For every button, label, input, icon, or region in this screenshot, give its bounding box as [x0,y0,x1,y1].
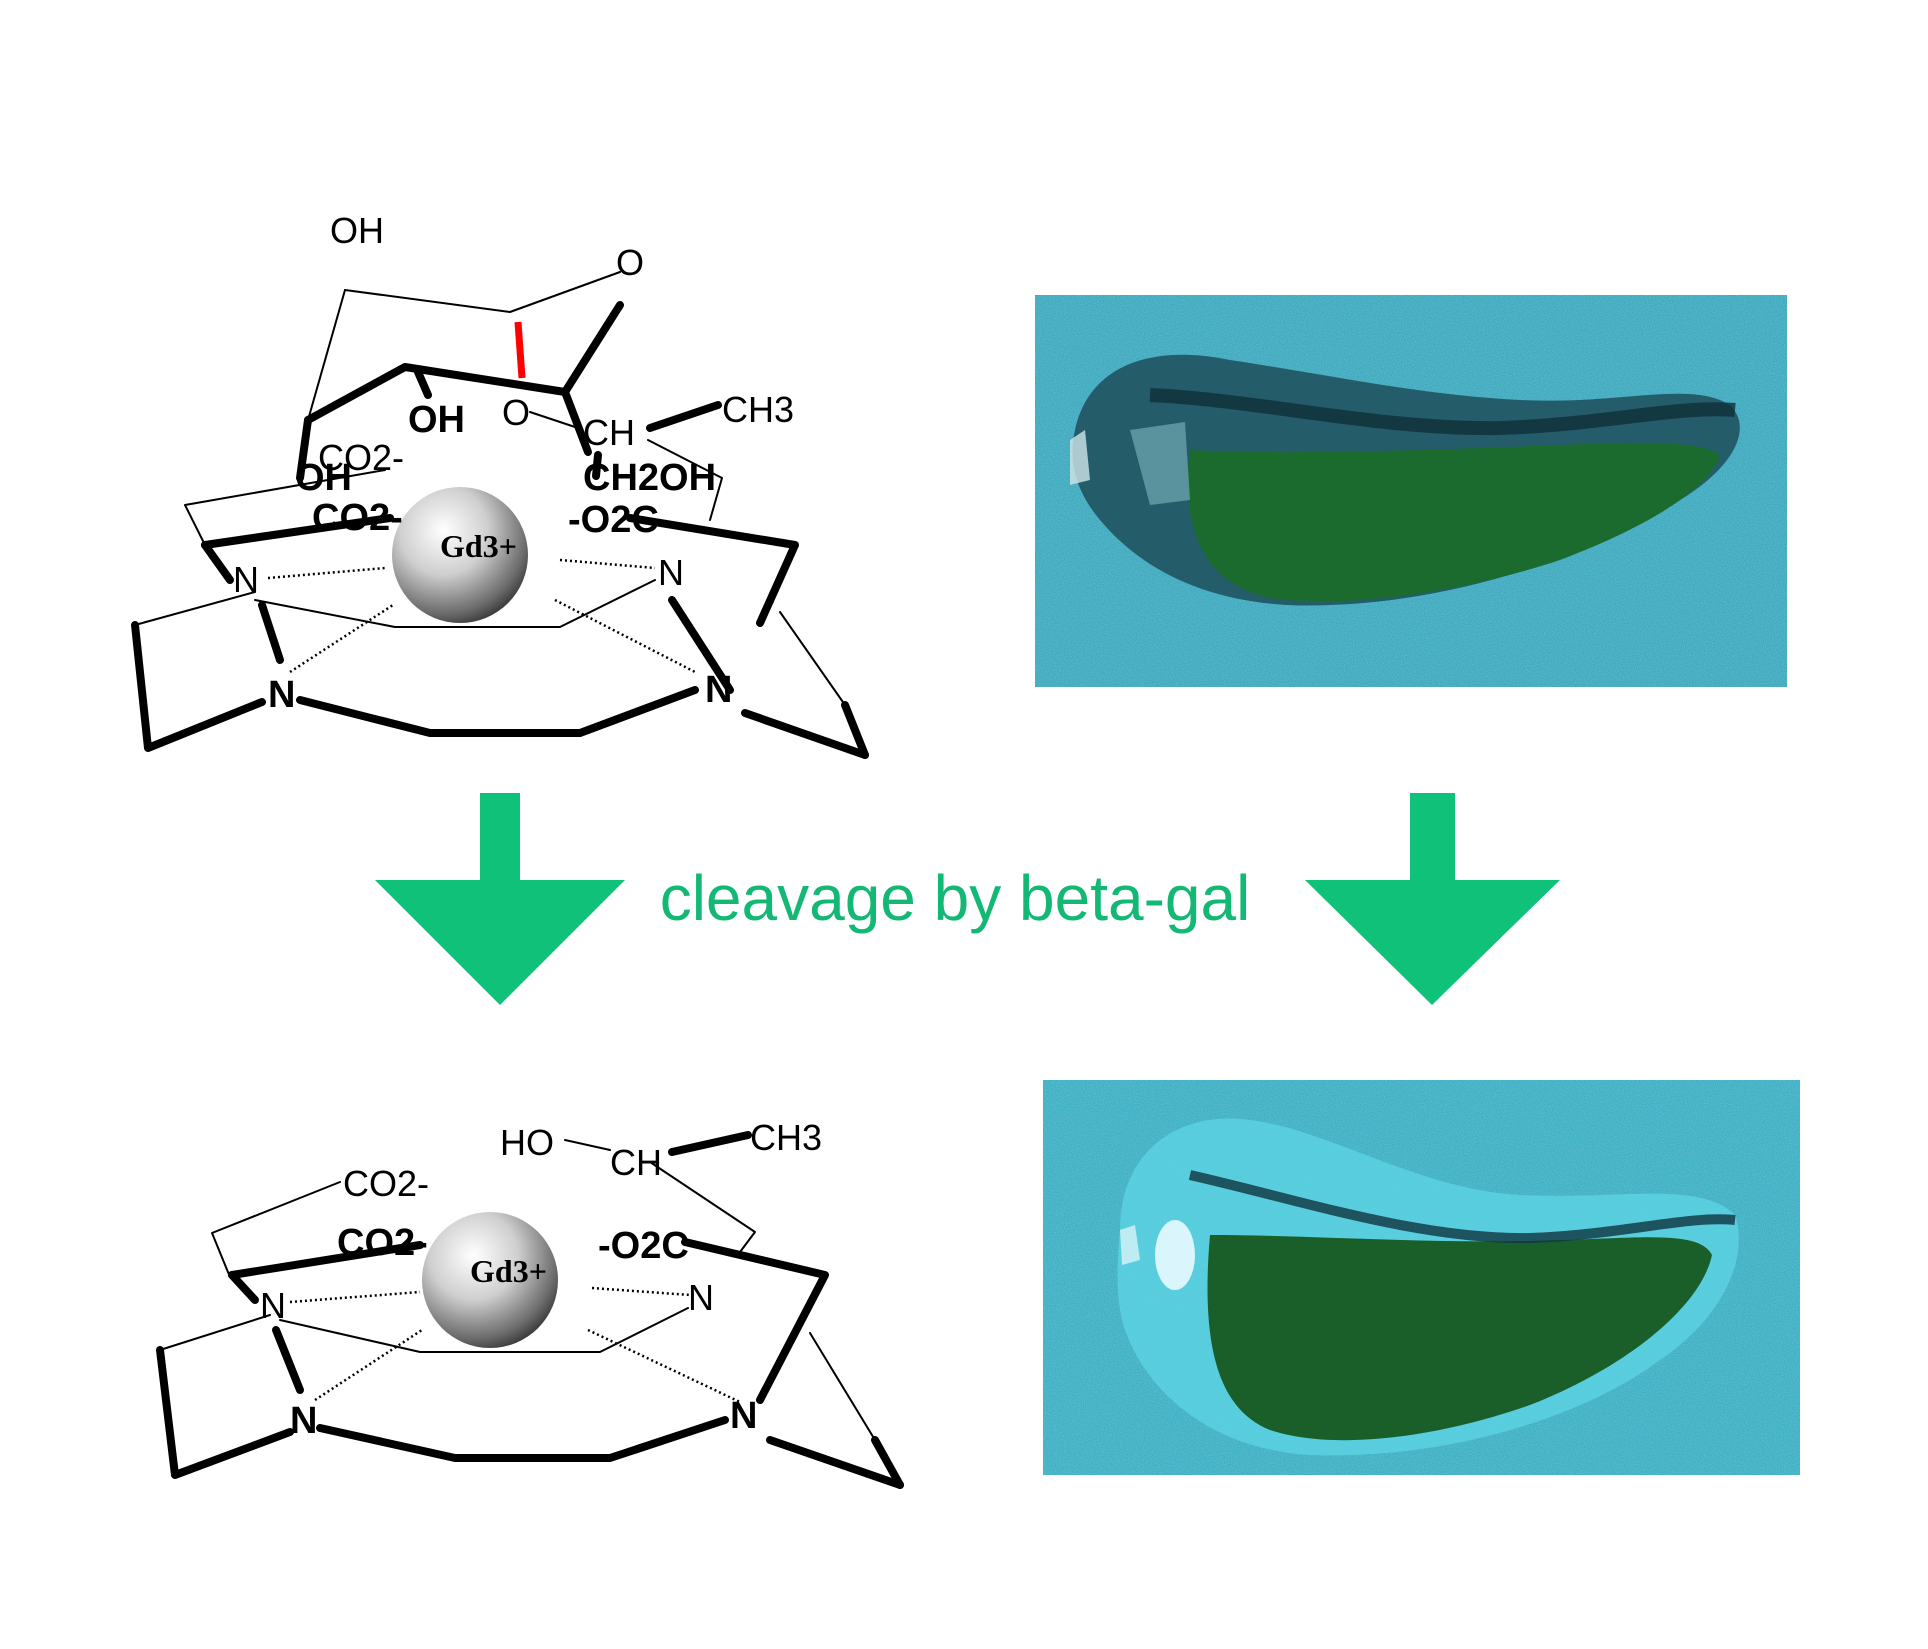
tadpole-image-before [1035,295,1787,687]
label-n-back-left-bottom: N [260,1285,286,1326]
label-n-back-right-top: N [658,552,684,593]
gd-ion-sphere-bottom [422,1212,558,1348]
label-n-front-left-top: N [268,674,295,716]
label-oh-top: OH [330,210,384,251]
label-ch-top: CH [583,412,635,453]
label-co2-back-top: CO2- [318,437,404,478]
label-oh-ring: OH [408,399,465,441]
label-o2c-right-top: -O2C [568,499,659,541]
top-molecule: OH O OH O CH CH3 CO2- OH CH2OH CO2- -O2C… [131,210,869,759]
label-ring-o: O [616,242,644,283]
caption-cleavage: cleavage by beta-gal [660,862,1251,934]
cleavage-bond [514,321,526,379]
label-ch3-bottom: CH3 [750,1117,822,1158]
label-n-front-left-bottom: N [290,1400,317,1442]
label-n-back-left-top: N [233,559,259,600]
arrow-down-left [375,793,625,1005]
label-gd-bottom: Gd3+ [470,1253,547,1289]
label-ch3-top: CH3 [722,389,794,430]
bottom-molecule: HO CH CH3 CO2- CO2- -O2C Gd3+ N N N N [156,1117,904,1489]
label-ch2oh: CH2OH [583,457,716,499]
label-n-front-right-bottom: N [730,1395,757,1437]
label-oh-left: OH [295,457,352,499]
label-ch-bottom: CH [610,1142,662,1183]
label-co2-left-top: CO2- [312,497,403,539]
label-co2-left-bottom: CO2- [337,1222,428,1264]
label-o2c-right-bottom: -O2C [598,1225,689,1267]
gd-ion-sphere [392,487,528,623]
tadpole-image-after [1043,1080,1800,1475]
label-n-front-right-top: N [705,669,732,711]
arrow-down-right [1305,793,1560,1005]
label-gd-top: Gd3+ [440,528,517,564]
label-glyco-o: O [502,392,530,433]
label-ho: HO [500,1122,554,1163]
label-n-back-right-bottom: N [688,1277,714,1318]
label-co2-back-bottom: CO2- [343,1163,429,1204]
